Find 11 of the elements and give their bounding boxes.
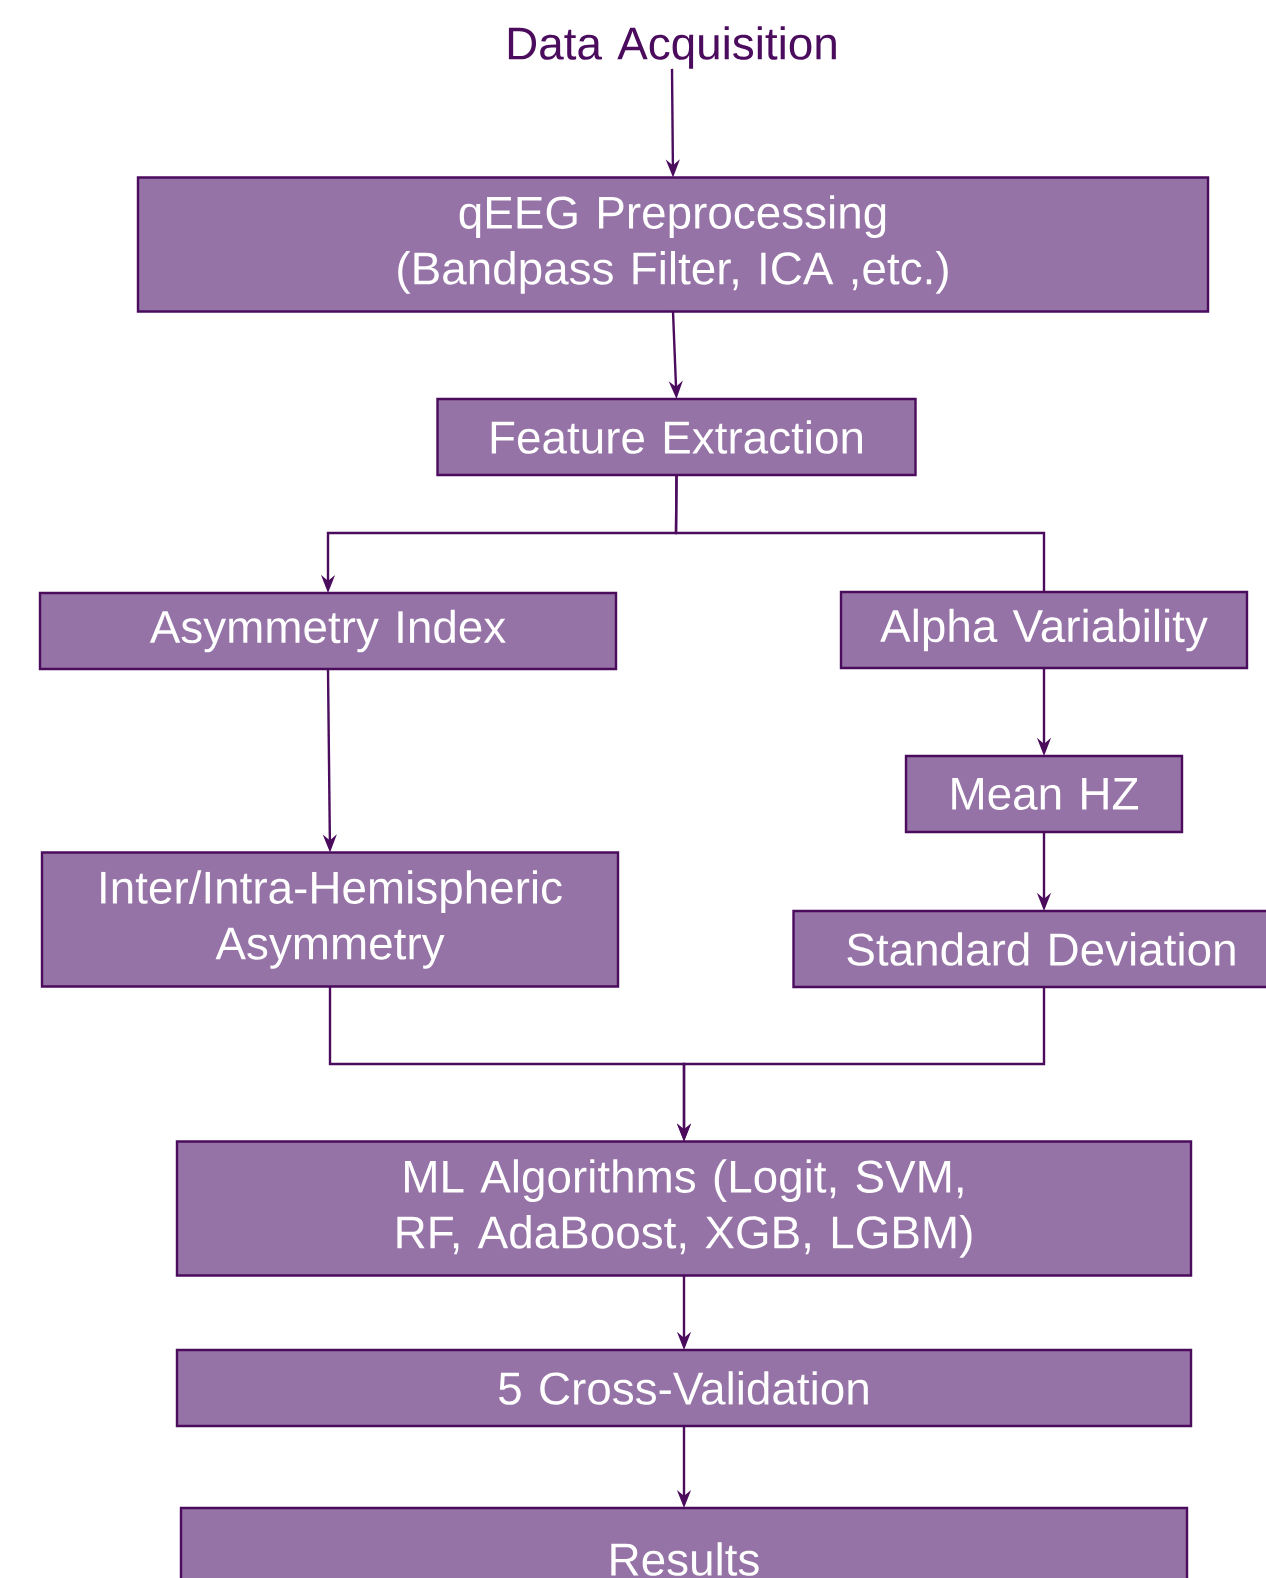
- process-box: Results: [179, 1506, 1189, 1578]
- process-box: Asymmetry Index: [38, 591, 618, 671]
- process-box: Mean HZ: [904, 754, 1184, 834]
- start-label: Data Acquisition: [508, 26, 836, 69]
- process-box: ML Algorithms (Logit, SVM, RF, AdaBoost, XGB, LGBM): [175, 1140, 1193, 1277]
- process-box: 5 Cross-Validation: [175, 1348, 1193, 1428]
- process-box: Inter/Intra-Hemispheric Asymmetry: [40, 851, 620, 988]
- process-box: Feature Extraction: [436, 397, 917, 477]
- process-box: qEEG Preprocessing (Bandpass Filter, ICA ,etc.): [136, 176, 1210, 313]
- process-box: Standard Deviation: [792, 909, 1266, 989]
- process-box: Alpha Variability: [839, 590, 1249, 670]
